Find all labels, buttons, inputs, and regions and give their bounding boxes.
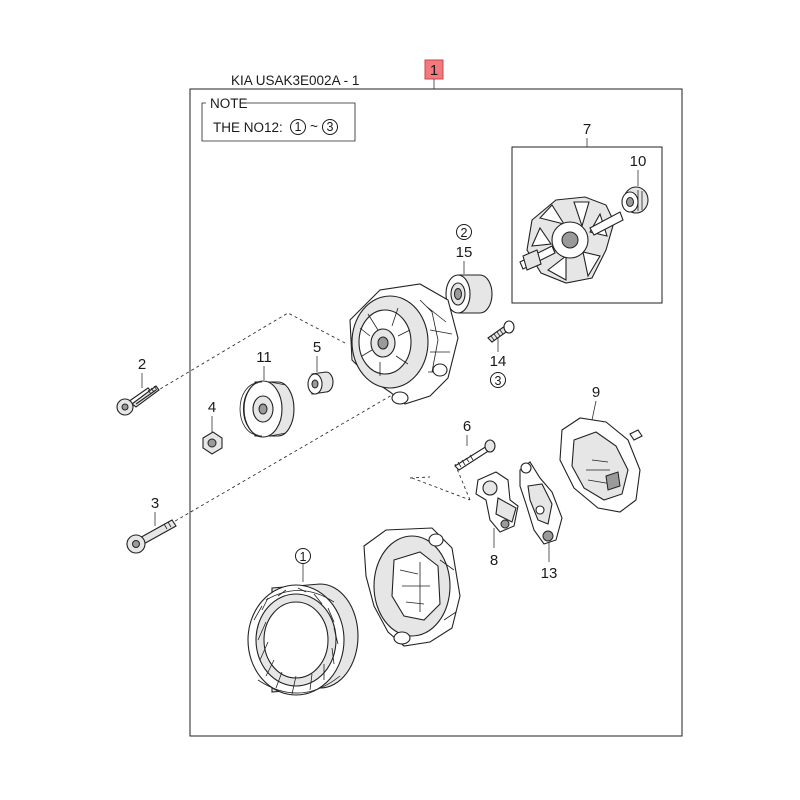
stator-part-1[interactable] — [247, 583, 359, 696]
part-label-3-circled[interactable]: 3 — [495, 374, 502, 388]
note-range-sep: ~ — [310, 119, 318, 134]
part-label-9[interactable]: 9 — [592, 384, 600, 401]
bearing-part-15[interactable] — [445, 274, 493, 314]
note-text: THE NO12: — [213, 120, 283, 135]
main-frame — [189, 88, 683, 737]
assembly-line-mid — [409, 463, 471, 501]
part-label-15[interactable]: 15 — [456, 244, 473, 261]
note-range-start: 1 — [295, 120, 302, 134]
part-label-4[interactable]: 4 — [208, 399, 216, 416]
rear-bracket[interactable] — [363, 527, 461, 647]
part-label-1[interactable]: 1 — [300, 550, 307, 564]
part-label-8[interactable]: 8 — [490, 552, 498, 569]
part-label-10[interactable]: 10 — [630, 153, 647, 170]
part-label-3[interactable]: 3 — [151, 495, 159, 512]
stud-part-6[interactable] — [454, 439, 496, 471]
part-label-13[interactable]: 13 — [541, 565, 558, 582]
rotor-part-7[interactable] — [519, 196, 624, 284]
bolt-part-2[interactable] — [116, 385, 160, 416]
diagram-title: KIA USAK3E002A - 1 — [231, 73, 359, 88]
part-label-14[interactable]: 14 — [490, 353, 507, 370]
brush-holder-part-8[interactable] — [475, 471, 519, 533]
pulley-part-11[interactable] — [239, 380, 295, 438]
screw-part-14[interactable] — [487, 320, 515, 343]
note-range-end: 3 — [327, 120, 334, 134]
callout-tag-label: 1 — [430, 62, 438, 79]
bearing-part-10[interactable] — [621, 186, 649, 214]
nut-part-4[interactable] — [202, 431, 223, 455]
note-heading: NOTE — [210, 96, 248, 111]
part-label-11[interactable]: 11 — [256, 349, 272, 366]
assembly-line-lower — [169, 394, 393, 525]
rear-cover-part-9[interactable] — [559, 417, 643, 513]
part-label-5[interactable]: 5 — [313, 339, 321, 356]
part-label-2[interactable]: 2 — [138, 356, 146, 373]
note-box: NOTE THE NO12: 1 ~ 3 — [201, 96, 356, 142]
bolt-part-3[interactable] — [126, 519, 177, 554]
part-label-6[interactable]: 6 — [463, 418, 471, 435]
spacer-part-5[interactable] — [307, 371, 334, 395]
regulator-part-13[interactable] — [519, 461, 563, 545]
part-label-7[interactable]: 7 — [583, 121, 591, 138]
part-label-2-circled[interactable]: 2 — [461, 226, 468, 240]
front-bracket[interactable] — [349, 283, 459, 405]
